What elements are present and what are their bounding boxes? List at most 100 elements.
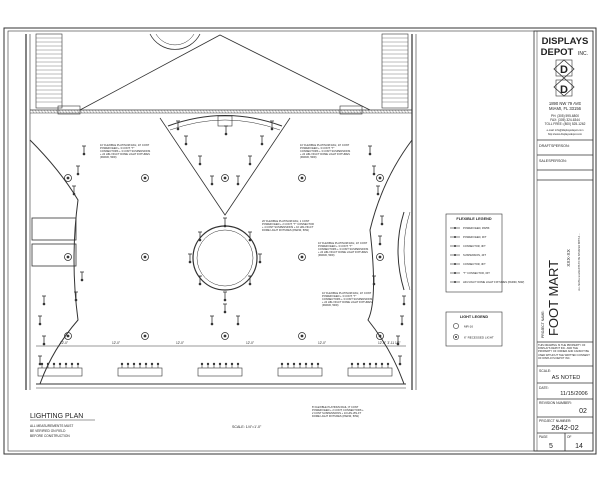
recessed-light <box>221 174 229 182</box>
track-light-fixture <box>210 315 214 326</box>
track-light-fixture <box>368 145 372 156</box>
company-fax: FAX: (305) 324-6344 <box>550 118 580 122</box>
track-light-fixture <box>188 253 192 264</box>
company-phone: PH: (305) 595-6800 <box>551 114 579 118</box>
recessed-light <box>376 253 384 261</box>
recessed-light <box>298 253 306 261</box>
bottom-display-fixture <box>197 362 243 377</box>
callout-note: 16' FLEXIBLE PLATINUM RAIL; 10' CONT POW… <box>318 242 369 258</box>
title-block: DISPLAYS DEPOT INC. D D 1890 NW 79 AVE M… <box>533 30 594 452</box>
svg-text:POWER FEED, 3W/5ft: POWER FEED, 3W/5ft <box>463 226 490 230</box>
track-light-fixture <box>398 355 402 366</box>
track-light-fixture <box>82 145 86 156</box>
track-light-fixture <box>258 253 262 264</box>
light-legend: LIGHT LEGEND MR-16 6" RECESSED LIGHT <box>445 311 503 347</box>
light-legend-item-1: MR-16 <box>464 325 473 329</box>
date-value: 11/15/2006 <box>560 391 588 397</box>
svg-text:CONNECTOR, 3FT: CONNECTOR, 3FT <box>463 262 486 266</box>
revision-value: 02 <box>579 408 587 415</box>
central-round-display <box>192 225 258 291</box>
of-value: 14 <box>575 443 583 450</box>
recessed-light <box>141 253 149 261</box>
bottom-display-fixture <box>347 362 393 377</box>
track-light-fixture <box>198 231 202 242</box>
salesperson-label: SALESPERSON: <box>539 159 567 163</box>
svg-text:CONNECTOR, 3FT: CONNECTOR, 3FT <box>463 244 486 248</box>
track-light-fixture <box>176 120 180 131</box>
fixture-legend-item: POWER FEED, 3W/5ft <box>450 226 490 230</box>
recessed-light <box>141 332 149 340</box>
track-light-fixture <box>184 135 188 146</box>
track-light-fixture <box>270 120 274 131</box>
track-light-fixture <box>400 315 404 326</box>
svg-text:HIN-VIN-FT DOME LIGHT FIXTURES: HIN-VIN-FT DOME LIGHT FIXTURES (PAR30, 5… <box>463 280 524 284</box>
fixture-legend-item: SUSPENSION, 4FT <box>450 253 486 257</box>
recessed-light <box>221 332 229 340</box>
recessed-light <box>298 174 306 182</box>
track-light-fixture <box>72 185 76 196</box>
track-light-fixture <box>223 217 227 228</box>
company-web: http://www.displaysdepot.com <box>548 132 582 136</box>
revision-label: REVISION NUMBER: <box>539 401 572 405</box>
plan-note-2: BE VERIFIED ON FIELD <box>30 429 66 433</box>
svg-text:POWER FEED, 3FT: POWER FEED, 3FT <box>463 235 487 239</box>
fixture-legend-item: CONNECTOR, 3FT <box>450 262 486 266</box>
company-logo-icon: D D <box>553 59 575 97</box>
page-value: 5 <box>549 443 553 450</box>
of-label: OF <box>567 435 571 439</box>
callout-note: 20' FLEXIBLE PLATINUM RAIL; 1 CONT POWER… <box>262 220 314 233</box>
bottom-display-fixture <box>117 362 163 377</box>
track-light-fixture <box>402 295 406 306</box>
recessed-light <box>376 174 384 182</box>
track-light-fixture <box>376 185 380 196</box>
fixture-legend-title: FLEXIBLE LEGEND <box>456 217 491 221</box>
track-fixtures <box>38 120 406 366</box>
track-light-fixture <box>248 231 252 242</box>
dimension-label: 12'-0" <box>318 341 326 345</box>
dimension-label: 12'-0" <box>176 341 184 345</box>
callout-note: 10' FLEXIBLE PLATINUM RAIL; 10' CONT POW… <box>322 292 373 308</box>
plan-note-1: ALL MEASUREMENTS MUST <box>30 424 73 428</box>
light-legend-item-2: 6" RECESSED LIGHT <box>464 336 494 340</box>
track-light-fixture <box>248 275 252 286</box>
floor-plan <box>25 33 417 390</box>
track-light-fixture <box>236 175 240 186</box>
project-name-label: PROJECT NAME: <box>541 310 545 338</box>
track-light-fixture <box>198 275 202 286</box>
track-light-fixture <box>260 135 264 146</box>
company-name-line1: DISPLAYS <box>542 36 589 47</box>
callout-note: 10' FLEXIBLE PLATINUM RAIL; 10' CONT POW… <box>100 144 151 160</box>
track-light-fixture <box>42 335 46 346</box>
dimension-label: 12'-0" <box>112 341 120 345</box>
track-light-fixture <box>198 155 202 166</box>
company-name-line2: DEPOT <box>541 47 574 58</box>
svg-text:D: D <box>560 84 568 96</box>
wall-hatching <box>31 109 410 114</box>
dimension-label: 12'-0" <box>60 341 68 345</box>
track-light-fixture <box>378 235 382 246</box>
recessed-light <box>64 253 72 261</box>
company-address2: MIAMI, FL 33156 <box>549 106 582 111</box>
svg-text:SUSPENSION, 4FT: SUSPENSION, 4FT <box>463 253 486 257</box>
bottom-display-fixture <box>37 362 83 377</box>
recessed-light <box>64 174 72 182</box>
callout-notes: 10' FLEXIBLE PLATINUM RAIL; 10' CONT POW… <box>100 144 373 419</box>
date-label: DATE: <box>539 386 549 390</box>
dimension-labels: 12'-0"12'-0"12'-0"12'-0"12'-0"12'-0"3'-1… <box>60 341 401 345</box>
recessed-lights <box>64 174 384 340</box>
fixture-legend-item: CONNECTOR, 3FT <box>450 244 486 248</box>
page-label: PAGE <box>539 435 548 439</box>
recessed-light <box>141 174 149 182</box>
track-light-fixture <box>76 165 80 176</box>
track-light-fixture <box>80 271 84 282</box>
track-light-fixture <box>236 315 240 326</box>
callout-note: 8' FLEXIBLE PLATINUM RAIL; 8' CONT POWER… <box>312 406 364 419</box>
dimension-label: 12'-0" <box>246 341 254 345</box>
track-light-fixture <box>372 165 376 176</box>
company-suffix: INC. <box>578 51 588 57</box>
track-light-fixture <box>223 303 227 314</box>
plan-note-3: BEFORE CONSTRUCTION <box>30 434 70 438</box>
track-light-fixture <box>223 291 227 302</box>
stair-treads <box>36 37 408 103</box>
